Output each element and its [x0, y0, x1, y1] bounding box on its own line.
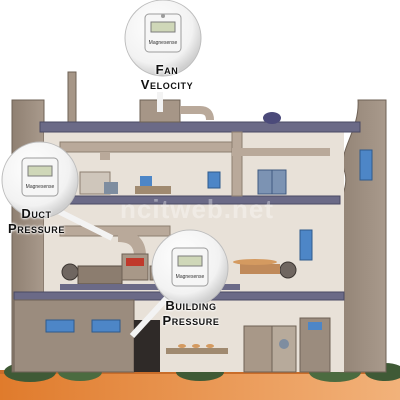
fan-label-line2: Velocity	[140, 77, 194, 92]
duct-pressure-label: Duct Pressure	[8, 206, 65, 236]
watermark: ncitweb.net	[120, 194, 274, 224]
right-window	[359, 149, 373, 181]
svg-text:Magnesense: Magnesense	[149, 40, 178, 46]
building-sensor-device: Magnesense	[171, 247, 209, 287]
lower-window-1	[45, 319, 75, 333]
chimney	[67, 71, 77, 129]
roof-pipe	[180, 106, 214, 121]
duct-label-line1: Duct	[21, 206, 52, 221]
building-label-line1: Building	[165, 298, 217, 313]
fan-label-line1: Fan	[155, 62, 179, 77]
building-pressure-callout: Magnesense	[151, 229, 229, 307]
svg-text:Magnesense: Magnesense	[176, 274, 205, 280]
fan-velocity-callout: Magnesense	[124, 0, 202, 77]
building-label-line2: Pressure	[162, 313, 220, 328]
lower-window-2	[91, 319, 121, 333]
svg-text:Magnesense: Magnesense	[26, 184, 55, 190]
lower-left-wall	[13, 299, 135, 373]
duct-sensor-device: Magnesense	[21, 157, 59, 197]
roof-vent	[263, 112, 281, 124]
building-pressure-label: Building Pressure	[156, 298, 226, 328]
upper-office	[79, 169, 287, 195]
upper-ducts	[59, 131, 330, 197]
duct-label-line2: Pressure	[8, 221, 65, 236]
duct-pressure-callout: Magnesense	[1, 141, 79, 219]
roof-slab	[39, 121, 361, 133]
lower-interior	[166, 317, 331, 373]
main-floor-equipment	[59, 225, 313, 290]
fan-velocity-label: Fan Velocity	[132, 62, 202, 92]
fan-sensor-device: Magnesense	[144, 13, 182, 53]
